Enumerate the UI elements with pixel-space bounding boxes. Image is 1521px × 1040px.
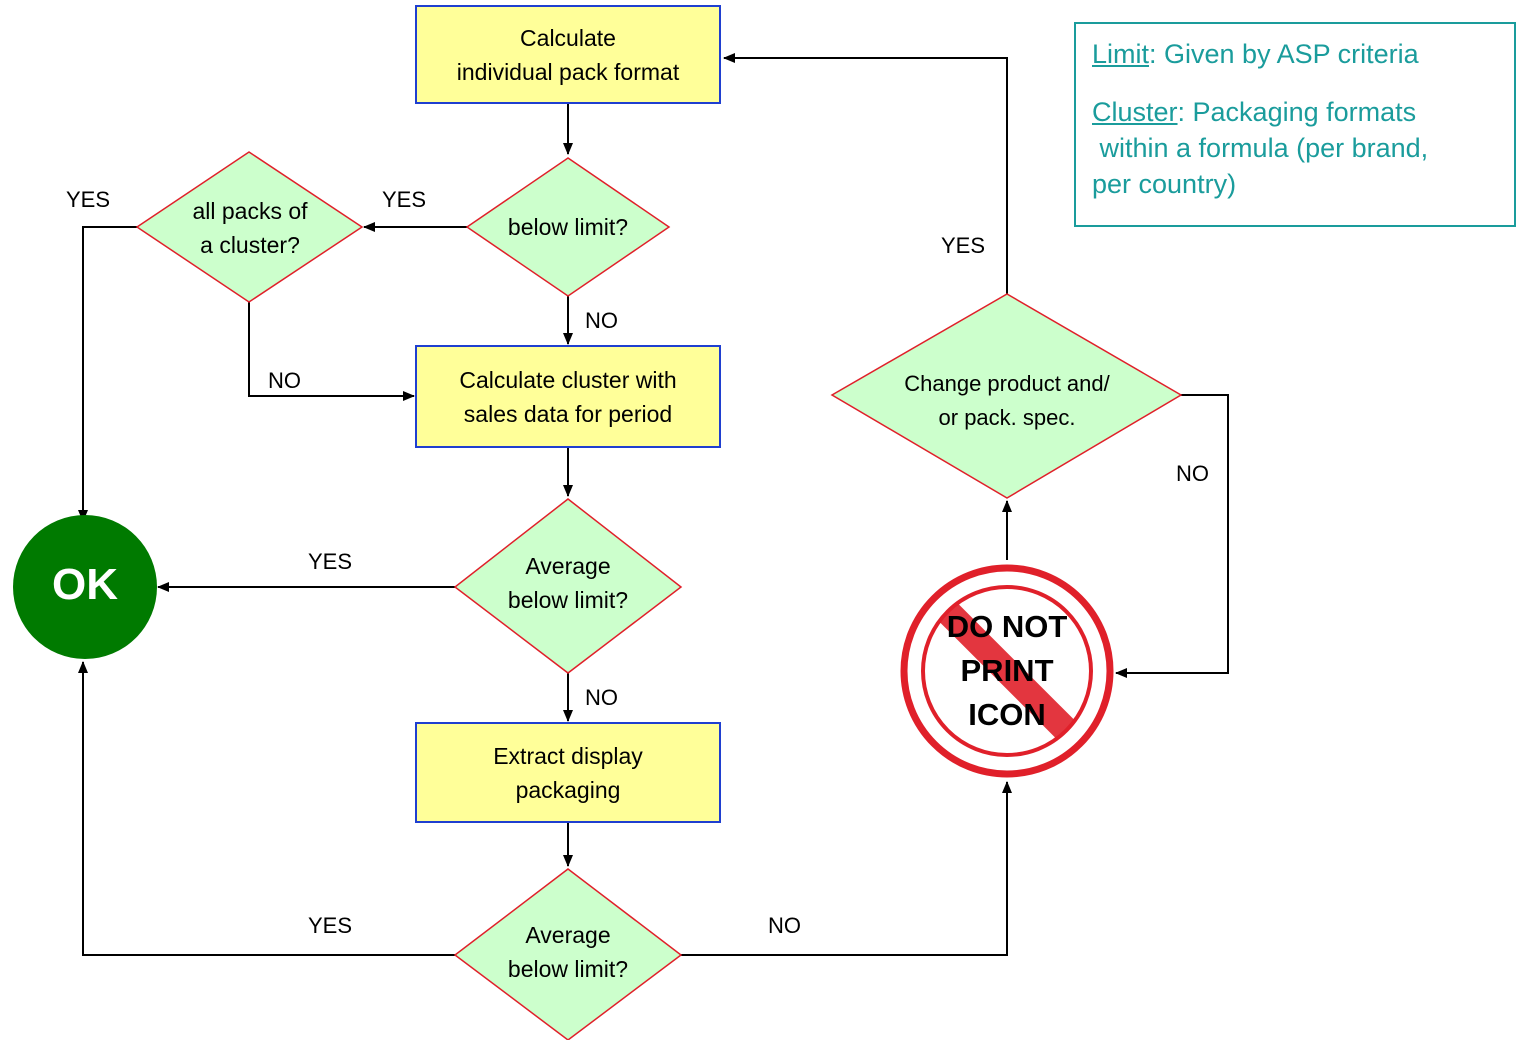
all-packs-label: all packs of a cluster?	[150, 194, 350, 262]
process-box-calculate-individual	[415, 5, 721, 104]
do-not-print-line1: DO NOT	[946, 609, 1068, 644]
edge-label-below-limit-yes: YES	[382, 187, 427, 212]
do-not-print-line3: ICON	[968, 697, 1046, 732]
calculate-cluster-line2: sales data for period	[463, 401, 673, 427]
decision-change-product	[830, 293, 1183, 499]
process-box-calculate-cluster	[415, 345, 721, 448]
below-limit-text: below limit?	[507, 214, 629, 240]
average-below-limit-1-label: Average below limit?	[468, 549, 668, 617]
decision-average-below-limit-1	[453, 498, 683, 674]
average-below-limit-2-line1: Average	[525, 922, 611, 948]
legend-cluster-term: Cluster	[1092, 97, 1178, 127]
edge-label-change-yes: YES	[941, 233, 986, 258]
edge-label-avg1-yes: YES	[308, 549, 353, 574]
edge-label-avg2-no: NO	[768, 913, 801, 938]
average-below-limit-1-line1: Average	[525, 553, 611, 579]
decision-below-limit	[465, 157, 671, 297]
connectors	[78, 53, 1229, 956]
calculate-cluster-line1: Calculate cluster with	[459, 367, 677, 393]
average-below-limit-2-label: Average below limit?	[468, 918, 668, 986]
edge-label-avg2-yes: YES	[308, 913, 353, 938]
arrow-all-packs-no	[248, 302, 415, 401]
average-below-limit-2-line2: below limit?	[507, 956, 629, 982]
legend-box: Limit: Given by ASP criteria Cluster: Pa…	[1074, 22, 1516, 227]
edge-label-avg1-no: NO	[585, 685, 618, 710]
decision-average-below-limit-2	[453, 868, 683, 1040]
extract-display-line2: packaging	[515, 777, 621, 803]
all-packs-line2: a cluster?	[200, 232, 300, 258]
calculate-individual-label: Calculate individual pack format	[416, 21, 720, 89]
legend-cluster-def-line2: within a formula (per brand,	[1092, 133, 1429, 163]
ok-terminal	[13, 515, 157, 659]
legend-limit-term: Limit	[1092, 39, 1150, 69]
edge-label-all-packs-yes: YES	[66, 187, 111, 212]
change-product-line2: or pack. spec.	[938, 405, 1076, 430]
legend-limit-row: Limit: Given by ASP criteria	[1092, 36, 1419, 72]
average-below-limit-1-line2: below limit?	[507, 587, 629, 613]
extract-display-line1: Extract display	[493, 743, 643, 769]
change-product-label: Change product and/ or pack. spec.	[862, 367, 1152, 435]
calculate-individual-line1: Calculate	[520, 25, 616, 51]
legend-cluster-def-line3: per country)	[1092, 169, 1237, 199]
arrow-change-no	[1115, 394, 1229, 678]
edge-label-below-limit-no: NO	[585, 308, 618, 333]
calculate-cluster-label: Calculate cluster with sales data for pe…	[416, 363, 720, 431]
arrow-avg2-yes	[78, 661, 455, 956]
arrow-avg2-no	[681, 781, 1012, 956]
edge-label-all-packs-no: NO	[268, 368, 301, 393]
change-product-line1: Change product and/	[904, 371, 1110, 396]
all-packs-line1: all packs of	[192, 198, 308, 224]
arrow-all-packs-yes	[78, 226, 138, 522]
process-box-extract-display	[415, 722, 721, 823]
legend-limit-def: : Given by ASP criteria	[1149, 39, 1419, 69]
below-limit-label: below limit?	[468, 210, 668, 244]
calculate-individual-line2: individual pack format	[456, 59, 680, 85]
ok-label: OK	[52, 560, 118, 609]
legend-cluster-def-line1: : Packaging formats	[1177, 97, 1417, 127]
arrow-change-yes	[723, 53, 1008, 294]
edge-label-change-no: NO	[1176, 461, 1209, 486]
decision-all-packs	[135, 151, 364, 303]
do-not-print-label: DO NOT PRINT ICON	[907, 605, 1107, 737]
legend-cluster-row: Cluster: Packaging formats	[1092, 94, 1416, 130]
do-not-print-line2: PRINT	[960, 653, 1054, 688]
extract-display-label: Extract display packaging	[416, 739, 720, 807]
do-not-print-icon	[900, 564, 1114, 778]
